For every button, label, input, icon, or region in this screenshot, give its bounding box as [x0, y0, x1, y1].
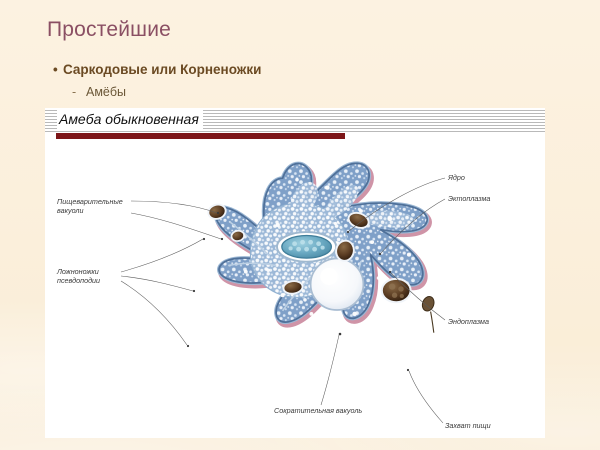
label-contractile-vacuole: Сократительная вакуоль	[274, 332, 362, 415]
label-digestive-vacuoles: Пищеварительные вакуоли	[57, 197, 224, 241]
label-text: вакуоли	[57, 206, 83, 215]
label-ectoplasm: Эктоплазма	[378, 194, 490, 256]
label-text: Эктоплазма	[448, 194, 490, 203]
figure-caption: Амеба обыкновенная	[57, 110, 203, 129]
label-text: псевдоподии	[57, 276, 100, 285]
amoeba-diagram: Пищеварительные вакуоли Ложноножки псевд…	[45, 139, 545, 438]
label-text: Эндоплазма	[448, 317, 489, 326]
bullet-marker: -	[72, 85, 77, 99]
label-nucleus: Ядро	[346, 173, 465, 234]
label-endoplasm: Эндоплазма	[388, 270, 489, 326]
page-title: Простейшие	[47, 18, 172, 41]
accent-bar	[56, 133, 345, 139]
label-text: Захват пищи	[445, 421, 491, 430]
bullet-marker: •	[53, 62, 58, 77]
bullet-item-level1: • Саркодовые или Корненожки	[53, 62, 261, 77]
bullet-label: Амёбы	[86, 85, 127, 99]
nucleus-shape	[276, 231, 338, 263]
bullet-label: Саркодовые или Корненожки	[63, 62, 262, 77]
label-text: Ложноножки	[56, 267, 99, 276]
bullet-item-level2: -Амёбы	[72, 85, 126, 99]
label-pseudopods: Ложноножки псевдоподии	[56, 237, 206, 348]
label-food-capture: Захват пищи	[406, 368, 491, 430]
label-text: Сократительная вакуоль	[274, 406, 362, 415]
label-text: Ядро	[447, 173, 465, 182]
figure-panel: Амеба обыкновенная	[45, 108, 545, 438]
label-text: Пищеварительные	[57, 197, 123, 206]
contractile-vacuole-shape	[309, 257, 365, 311]
